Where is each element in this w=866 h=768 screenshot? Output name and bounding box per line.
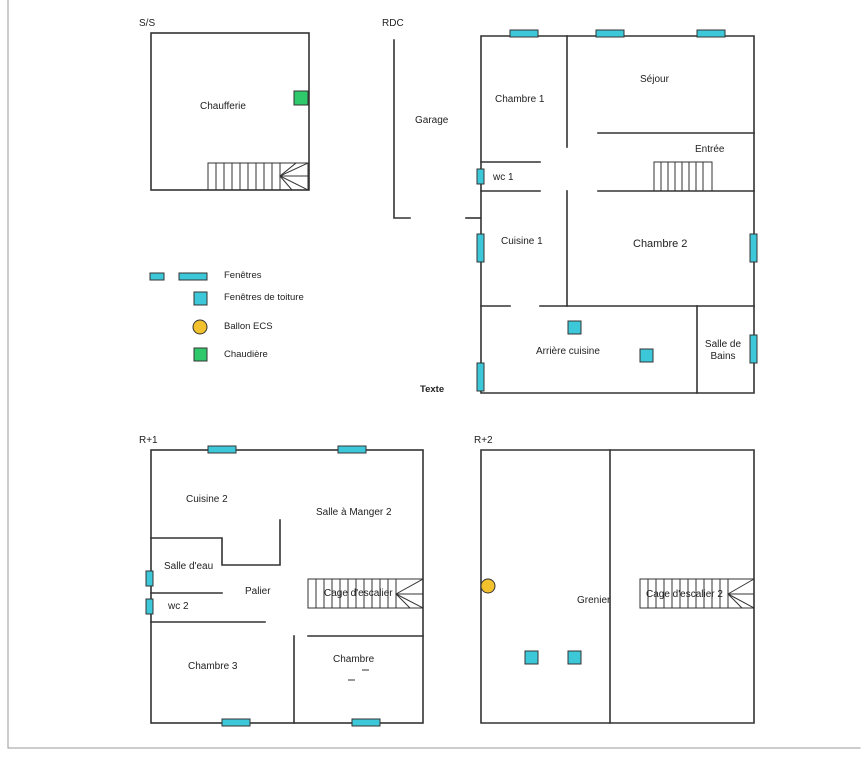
legend-roof-window-icon [193,291,208,306]
legend-chaudiere-icon [193,347,208,362]
r2-stairs [639,578,755,609]
room-arriere-cuisine: Arrière cuisine [536,346,600,357]
room-chambre: Chambre [333,654,375,665]
legend-chaudiere: Chaudière [224,349,268,360]
room-sejour: Séjour [640,74,669,85]
window [351,718,381,727]
window [145,570,154,587]
window [221,718,251,727]
room-chaufferie: Chaufferie [200,101,246,112]
room-chambre3: Chambre 3 [188,661,238,672]
room-chambre2: Chambre 2 [633,238,688,250]
chaudiere-icon [293,90,309,106]
roof-window [567,650,582,665]
room-cuisine2: Cuisine 2 [186,494,228,505]
window [207,445,237,454]
room-palier: Palier [245,586,271,597]
roof-window [567,320,582,335]
room-salle-de-bains-line2: Bains [710,351,736,362]
ballon-ecs-icon [480,578,496,594]
legend-window-small-icon [149,272,165,281]
text-label: Texte [420,384,445,395]
rdc-outline [480,35,755,394]
roof-window [639,348,654,363]
room-cuisine1: Cuisine 1 [501,236,543,247]
room-wc2: wc 2 [168,601,189,612]
r2-outline [480,449,755,724]
window [337,445,367,454]
window [476,362,485,392]
roof-window [524,650,539,665]
window [509,29,539,38]
room-entree: Entrée [695,144,725,155]
section-ss: S/S [139,18,156,29]
window [696,29,726,38]
room-cage-escalier: Cage d'escalier [324,588,393,599]
window [476,233,485,263]
r1-stairs [307,578,424,609]
section-r2: R+2 [474,435,493,446]
window [749,233,758,263]
window [749,334,758,364]
legend-fenetres: Fenêtres [224,270,262,281]
room-salle-deau: Salle d'eau [164,561,214,572]
ss-stair-treads [215,162,309,191]
legend-ballon-ecs: Ballon ECS [224,321,273,332]
legend-window-large-icon [178,272,208,281]
section-r1: R+1 [139,435,158,446]
room-grenier: Grenier [577,595,611,606]
legend-ballon-icon [192,319,208,335]
window [476,168,485,185]
r1-outline [150,449,424,724]
section-rdc: RDC [382,18,404,29]
room-wc1: wc 1 [493,172,514,183]
window [145,598,154,615]
r1-wall [150,519,281,566]
room-chambre1: Chambre 1 [495,94,545,105]
rdc-stairs [653,161,713,192]
garage-wall [393,39,411,219]
room-salle-de-bains-line1: Salle de [704,339,742,350]
room-salle-a-manger2: Salle à Manger 2 [316,507,392,518]
room-cage-escalier2: Cage d'escalier 2 [646,589,723,600]
legend-fenetres-toiture: Fenêtres de toiture [224,292,304,303]
window [595,29,625,38]
room-garage: Garage [415,115,449,126]
